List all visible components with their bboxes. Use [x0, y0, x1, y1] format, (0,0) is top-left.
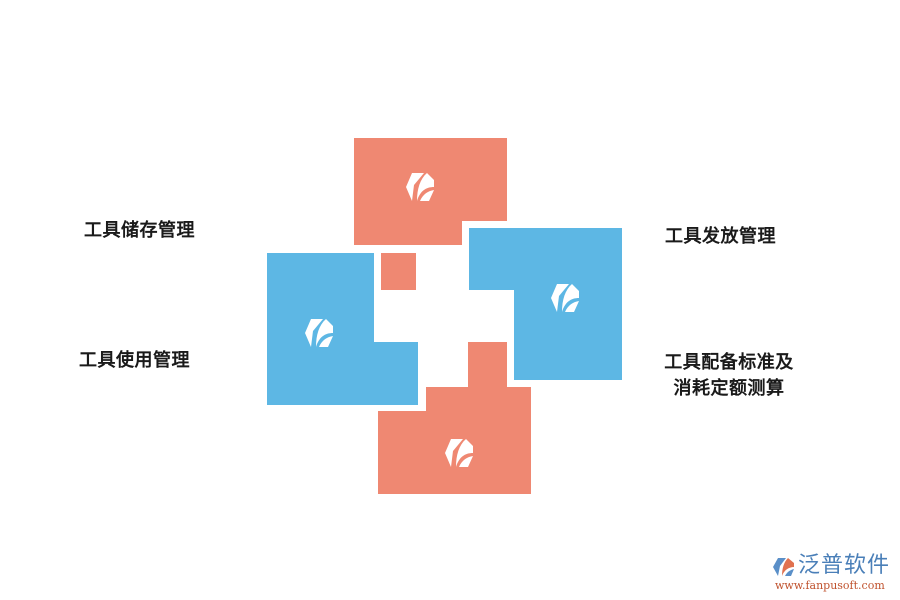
small-orange-square	[381, 253, 416, 290]
hexagon-leaf-icon	[406, 173, 434, 201]
label-tool-standard-line1: 工具配备标准及	[664, 352, 794, 373]
label-tool-standard-line2: 消耗定额测算	[673, 378, 785, 399]
label-tool-issue: 工具发放管理	[665, 226, 776, 247]
fanpu-logo-icon	[773, 558, 794, 576]
label-tool-usage: 工具使用管理	[79, 350, 190, 371]
hexagon-leaf-icon	[551, 284, 579, 312]
logo-brand-name: 泛普软件	[798, 553, 891, 578]
label-tool-storage: 工具储存管理	[84, 220, 195, 241]
hexagon-leaf-icon	[305, 319, 333, 347]
fanpu-logo: 泛普软件 www.fanpusoft.com	[770, 552, 895, 597]
logo-url: www.fanpusoft.com	[775, 579, 885, 592]
label-tool-standard: 工具配备标准及 消耗定额测算	[654, 350, 804, 402]
hexagon-leaf-icon	[445, 439, 473, 467]
